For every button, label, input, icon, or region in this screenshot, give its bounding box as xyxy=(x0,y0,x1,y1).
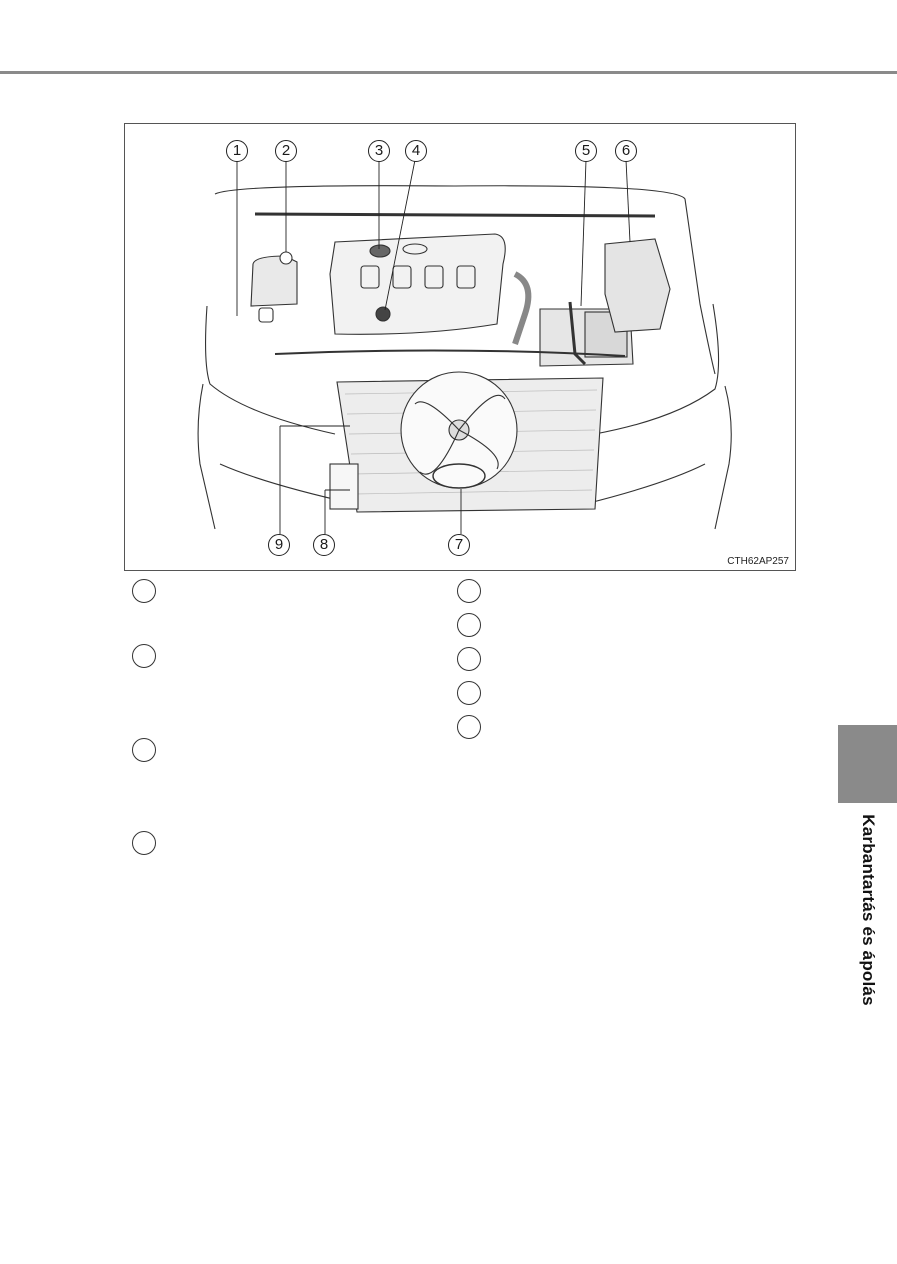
chapter-tab xyxy=(838,725,897,803)
callout-6: 6 xyxy=(615,140,637,162)
callout-7: 7 xyxy=(448,534,470,556)
legend-marker xyxy=(132,831,156,855)
callout-1: 1 xyxy=(226,140,248,162)
callout-9: 9 xyxy=(268,534,290,556)
legend-marker xyxy=(132,644,156,668)
callout-2: 2 xyxy=(275,140,297,162)
legend-marker xyxy=(457,647,481,671)
chapter-label: Karbantartás és ápolás xyxy=(859,814,878,1006)
legend-marker xyxy=(132,579,156,603)
figure-code: CTH62AP257 xyxy=(727,556,789,567)
callout-3: 3 xyxy=(368,140,390,162)
legend-marker xyxy=(132,738,156,762)
legend-marker xyxy=(457,715,481,739)
legend-marker xyxy=(457,681,481,705)
legend-marker xyxy=(457,613,481,637)
header-rule xyxy=(0,71,897,74)
callout-4: 4 xyxy=(405,140,427,162)
callout-8: 8 xyxy=(313,534,335,556)
engine-bay-illustration xyxy=(197,159,732,534)
engine-bay-figure: 1 2 3 4 5 6 7 8 9 CTH62AP257 xyxy=(124,123,796,571)
legend-marker xyxy=(457,579,481,603)
callout-5: 5 xyxy=(575,140,597,162)
